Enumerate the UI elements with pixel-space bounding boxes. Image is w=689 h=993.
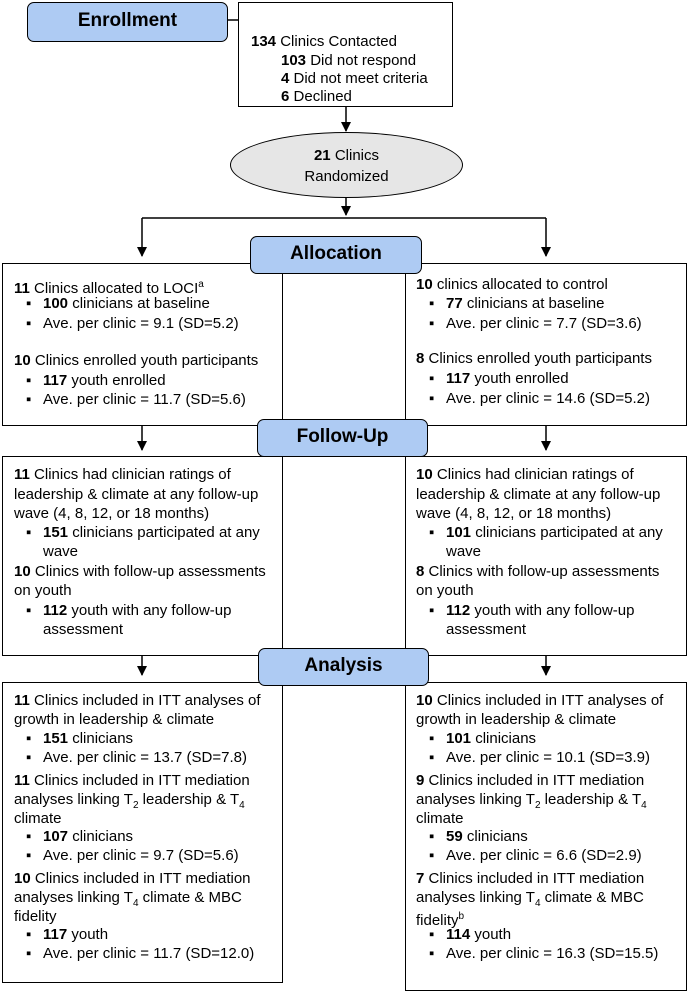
not-criteria-count: 4	[281, 70, 290, 87]
an-control-bullet-3: 59 clinicians	[429, 827, 528, 847]
contacted-line: 134 Clinics Contacted	[251, 32, 397, 52]
stage-analysis-label: Analysis	[304, 655, 383, 676]
analysis-box-loci: 11 Clinics included in ITT analyses of g…	[2, 682, 283, 983]
alloc-loci-heading-1: 11 Clinics allocated to LOCIa	[14, 279, 204, 297]
followup-box-loci: 11 Clinics had clinician ratings of lead…	[2, 456, 283, 656]
an-control-bullet-4: Ave. per clinic = 6.6 (SD=2.9)	[429, 846, 642, 866]
alloc-control-heading-2: 8 Clinics enrolled youth participants	[416, 350, 652, 367]
an-control-heading-2c: climate	[416, 810, 464, 827]
an-loci-bullet-4: Ave. per clinic = 9.7 (SD=5.6)	[26, 846, 239, 866]
fu-control-heading-1b: leadership & climate at any follow-up	[416, 486, 661, 503]
fu-loci-heading-2b: on youth	[14, 582, 72, 599]
alloc-loci-bullet-2: Ave. per clinic = 9.1 (SD=5.2)	[26, 314, 239, 334]
fu-control-bullet-2-cont: assessment	[446, 621, 527, 638]
an-loci-bullet-2: Ave. per clinic = 13.7 (SD=7.8)	[26, 748, 247, 768]
fu-control-heading-2b: on youth	[416, 582, 474, 599]
fu-loci-heading-2a: 10 Clinics with follow-up assessments	[14, 563, 266, 580]
an-loci-bullet-3: 107 clinicians	[26, 827, 133, 847]
not-criteria-line: 4 Did not meet criteria	[281, 69, 428, 89]
allocation-box-loci: 11 Clinics allocated to LOCIa 100 clinic…	[2, 263, 283, 426]
fu-control-heading-1c: wave (4, 8, 12, or 18 months)	[416, 505, 612, 522]
stage-enrollment: Enrollment	[27, 2, 228, 42]
an-loci-bullet-5: 117 youth	[26, 925, 108, 945]
stage-allocation-label: Allocation	[290, 243, 382, 264]
an-control-bullet-1: 101 clinicians	[429, 729, 536, 749]
no-response-line: 103 Did not respond	[281, 51, 416, 71]
alloc-control-bullet-2: Ave. per clinic = 7.7 (SD=3.6)	[429, 314, 642, 334]
fu-control-bullet-2: 112 youth with any follow-up	[429, 601, 635, 621]
an-control-heading-1b: growth in leadership & climate	[416, 711, 617, 728]
stage-followup-label: Follow-Up	[296, 426, 389, 447]
an-control-heading-3b: analyses linking T4 climate & MBC	[416, 889, 644, 909]
an-loci-heading-2c: climate	[14, 810, 62, 827]
fu-loci-bullet-2: 112 youth with any follow-up	[26, 601, 232, 621]
an-loci-heading-3a: 10 Clinics included in ITT mediation	[14, 870, 251, 887]
alloc-control-bullet-4: Ave. per clinic = 14.6 (SD=5.2)	[429, 389, 650, 409]
an-control-heading-2b: analyses linking T2 leadership & T4	[416, 791, 647, 811]
not-criteria-label: Did not meet criteria	[293, 70, 428, 87]
fu-control-heading-2a: 8 Clinics with follow-up assessments	[416, 563, 660, 580]
randomized-count: 21	[313, 147, 331, 164]
fu-loci-heading-1c: wave (4, 8, 12, or 18 months)	[14, 505, 210, 522]
alloc-loci-bullet-4: Ave. per clinic = 11.7 (SD=5.6)	[26, 390, 246, 410]
followup-box-control: 10 Clinics had clinician ratings of lead…	[405, 456, 687, 656]
an-loci-heading-3b: analyses linking T4 climate & MBC	[14, 889, 242, 909]
fu-control-heading-1a: 10 Clinics had clinician ratings of	[416, 466, 634, 483]
enrollment-box: 134 Clinics Contacted 103 Did not respon…	[238, 2, 453, 107]
an-loci-heading-2b: analyses linking T2 leadership & T4	[14, 791, 245, 811]
randomized-label-2: Randomized	[304, 168, 389, 185]
an-control-bullet-2: Ave. per clinic = 10.1 (SD=3.9)	[429, 748, 650, 768]
randomized-oval: 21 Clinics Randomized	[230, 132, 463, 198]
fu-loci-heading-1b: leadership & climate at any follow-up	[14, 486, 259, 503]
fu-loci-heading-1a: 11 Clinics had clinician ratings of	[14, 466, 231, 483]
an-loci-heading-1a: 11 Clinics included in ITT analyses of	[14, 692, 261, 709]
randomized-line1: 21 Clinics	[231, 145, 462, 166]
an-control-bullet-6: Ave. per clinic = 16.3 (SD=15.5)	[429, 944, 658, 964]
stage-followup: Follow-Up	[257, 419, 428, 457]
alloc-control-heading-1: 10 clinics allocated to control	[416, 276, 608, 293]
fu-loci-bullet-2-cont: assessment	[43, 621, 124, 638]
an-control-bullet-5: 114 youth	[429, 925, 511, 945]
stage-enrollment-label: Enrollment	[77, 10, 178, 31]
fu-loci-bullet-1: 151 clinicians participated at any	[26, 523, 260, 543]
an-loci-heading-2a: 11 Clinics included in ITT mediation	[14, 772, 250, 789]
stage-analysis: Analysis	[258, 648, 429, 686]
analysis-box-control: 10 Clinics included in ITT analyses of g…	[405, 682, 687, 991]
contacted-count: 134	[251, 33, 277, 50]
no-response-count: 103	[281, 52, 307, 69]
an-control-heading-3a: 7 Clinics included in ITT mediation	[416, 870, 645, 887]
declined-count: 6	[281, 88, 290, 105]
an-loci-heading-3c: fidelity	[14, 908, 57, 925]
an-loci-heading-1b: growth in leadership & climate	[14, 711, 215, 728]
no-response-label: Did not respond	[310, 52, 417, 69]
an-control-heading-2a: 9 Clinics included in ITT mediation	[416, 772, 645, 789]
fu-control-bullet-1: 101 clinicians participated at any	[429, 523, 663, 543]
alloc-loci-heading-2: 10 Clinics enrolled youth participants	[14, 352, 259, 369]
stage-allocation: Allocation	[250, 236, 422, 274]
fu-loci-bullet-1-cont: wave	[43, 543, 79, 560]
randomized-label-1: Clinics	[334, 147, 380, 164]
declined-label: Declined	[293, 88, 352, 105]
allocation-box-control: 10 clinics allocated to control 77 clini…	[405, 263, 687, 426]
contacted-label: Clinics Contacted	[280, 33, 397, 50]
an-loci-bullet-6: Ave. per clinic = 11.7 (SD=12.0)	[26, 944, 254, 964]
fu-control-bullet-1-cont: wave	[446, 543, 482, 560]
an-control-heading-1a: 10 Clinics included in ITT analyses of	[416, 692, 664, 709]
alloc-control-bullet-1: 77 clinicians at baseline	[429, 294, 604, 314]
alloc-control-bullet-3: 117 youth enrolled	[429, 369, 569, 389]
alloc-loci-bullet-1: 100 clinicians at baseline	[26, 294, 210, 314]
an-loci-bullet-1: 151 clinicians	[26, 729, 133, 749]
declined-line: 6 Declined	[281, 87, 352, 107]
alloc-loci-bullet-3: 117 youth enrolled	[26, 371, 166, 391]
